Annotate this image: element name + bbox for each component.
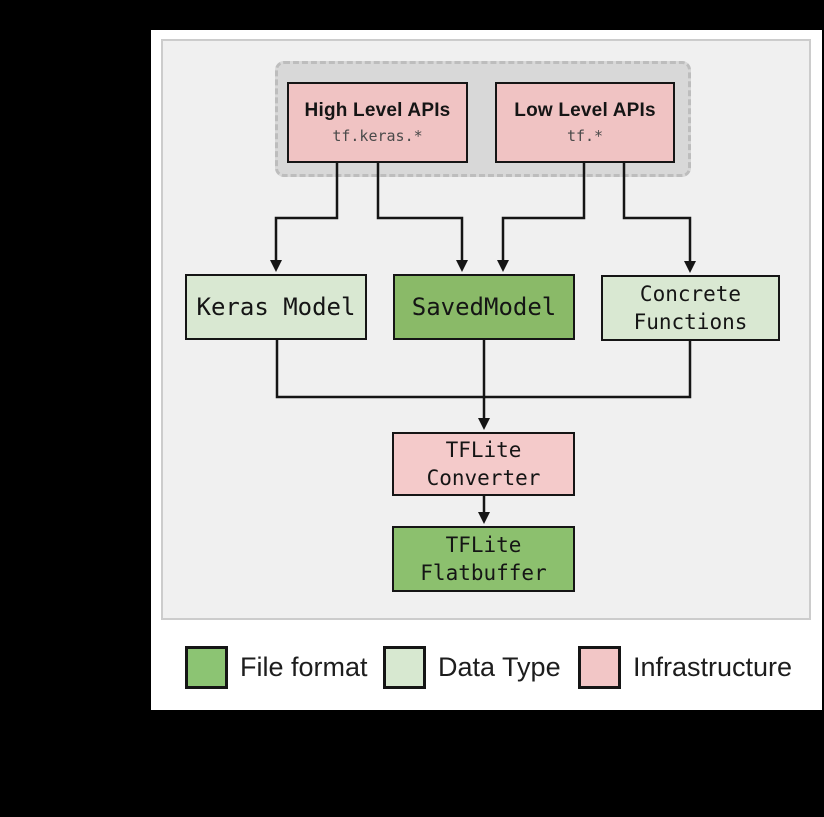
legend-item-infrastructure: Infrastructure — [578, 645, 792, 689]
node-tflite-flatbuffer: TFLite Flatbuffer — [392, 526, 575, 592]
data-type-swatch — [383, 645, 426, 689]
infrastructure-label: Infrastructure — [633, 651, 793, 682]
node-tflite-converter: TFLite Converter — [392, 432, 575, 496]
node-low-level-apis: Low Level APIs tf.* — [495, 82, 675, 163]
data-type-label: Data Type — [438, 651, 561, 682]
node-keras-model: Keras Model — [185, 274, 367, 340]
high-level-apis-title: High Level APIs — [304, 100, 451, 121]
infrastructure-swatch — [578, 645, 621, 689]
node-high-level-apis: High Level APIs tf.keras.* — [287, 82, 468, 163]
legend-item-file-format: File format — [185, 645, 368, 689]
legend-item-data-type: Data Type — [383, 645, 561, 689]
node-savedmodel: SavedModel — [393, 274, 575, 340]
high-level-apis-subtitle: tf.keras.* — [332, 127, 423, 145]
file-format-swatch — [185, 645, 228, 689]
low-level-apis-subtitle: tf.* — [566, 127, 604, 145]
low-level-apis-title: Low Level APIs — [514, 100, 656, 121]
node-concrete-functions: Concrete Functions — [601, 275, 780, 341]
content-panel: High Level APIs tf.keras.* Low Level API… — [151, 30, 822, 710]
file-format-label: File format — [240, 651, 368, 682]
